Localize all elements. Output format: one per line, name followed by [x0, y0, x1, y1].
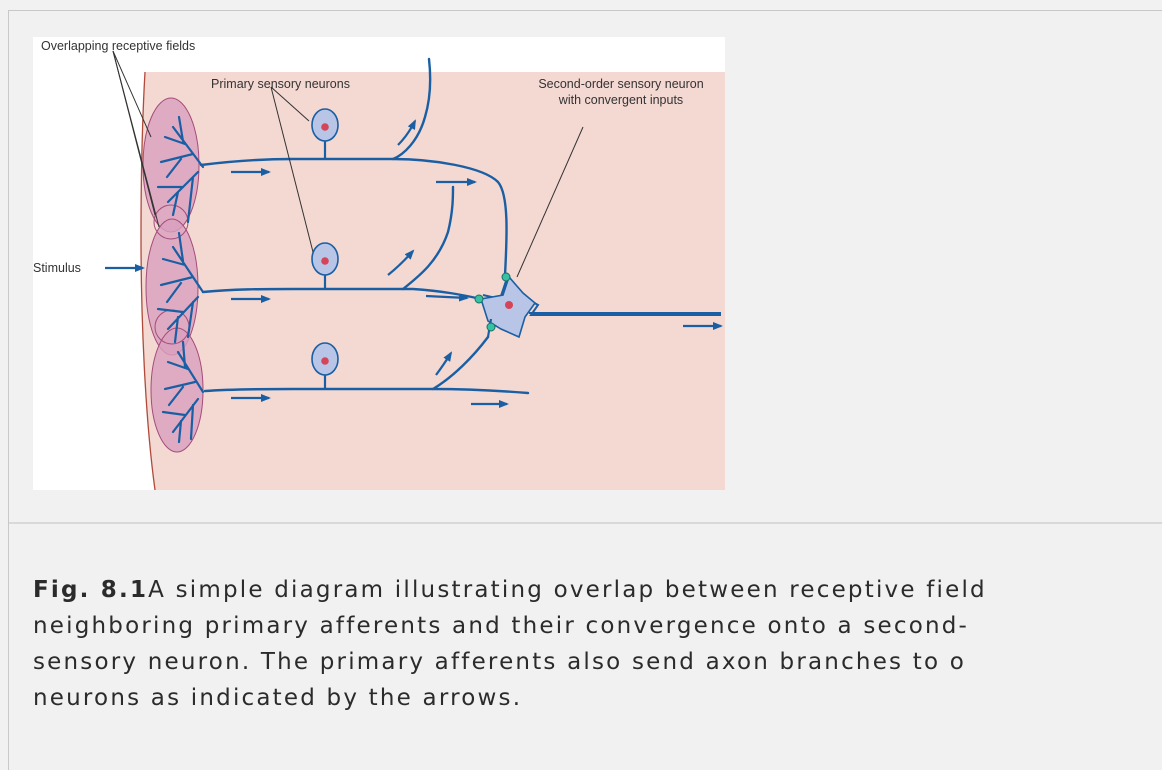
primary-neuron-2: [311, 242, 339, 289]
caption-line-3: sensory neuron. The primary afferents al…: [33, 649, 967, 675]
label-stimulus: Stimulus: [33, 261, 81, 275]
receptive-fields-diagram: Overlapping receptive fields Primary sen…: [33, 37, 725, 490]
synapse-middle: [474, 294, 484, 304]
figure-number: Fig. 8.1: [33, 577, 149, 603]
label-overlapping-receptive-fields: Overlapping receptive fields: [41, 39, 195, 53]
branch-arrows: [387, 119, 453, 376]
receptive-field-top: [142, 97, 200, 233]
page-frame: [8, 10, 1162, 770]
synapse-top: [501, 272, 511, 282]
second-order-neuron: [479, 272, 721, 339]
synapse-bottom: [486, 322, 496, 332]
tissue-background: [141, 72, 725, 490]
flow-arrows: [105, 168, 723, 408]
label-second-order-line2: with convergent inputs: [558, 93, 683, 107]
caption-line-4: neurons as indicated by the arrows.: [33, 685, 523, 711]
receptive-field-bottom: [150, 327, 204, 453]
leader-lines: [112, 50, 584, 278]
label-second-order-line1: Second-order sensory neuron: [538, 77, 703, 91]
skin-edge: [140, 71, 156, 490]
primary-neuron-3: [311, 342, 339, 389]
dendrites-bottom: [161, 340, 205, 444]
primary-neuron-1: [311, 108, 339, 159]
figure-caption: Fig. 8.1A simple diagram illustrating ov…: [33, 572, 1162, 716]
caption-line-1: Fig. 8.1A simple diagram illustrating ov…: [33, 572, 1162, 608]
caption-divider: [9, 522, 1162, 524]
dendrites-middle: [156, 231, 205, 344]
caption-text-1: A simple diagram illustrating overlap be…: [148, 577, 987, 603]
label-primary-sensory-neurons: Primary sensory neurons: [211, 77, 350, 91]
caption-line-2: neighboring primary afferents and their …: [33, 613, 970, 639]
dendrites-top: [156, 115, 205, 224]
